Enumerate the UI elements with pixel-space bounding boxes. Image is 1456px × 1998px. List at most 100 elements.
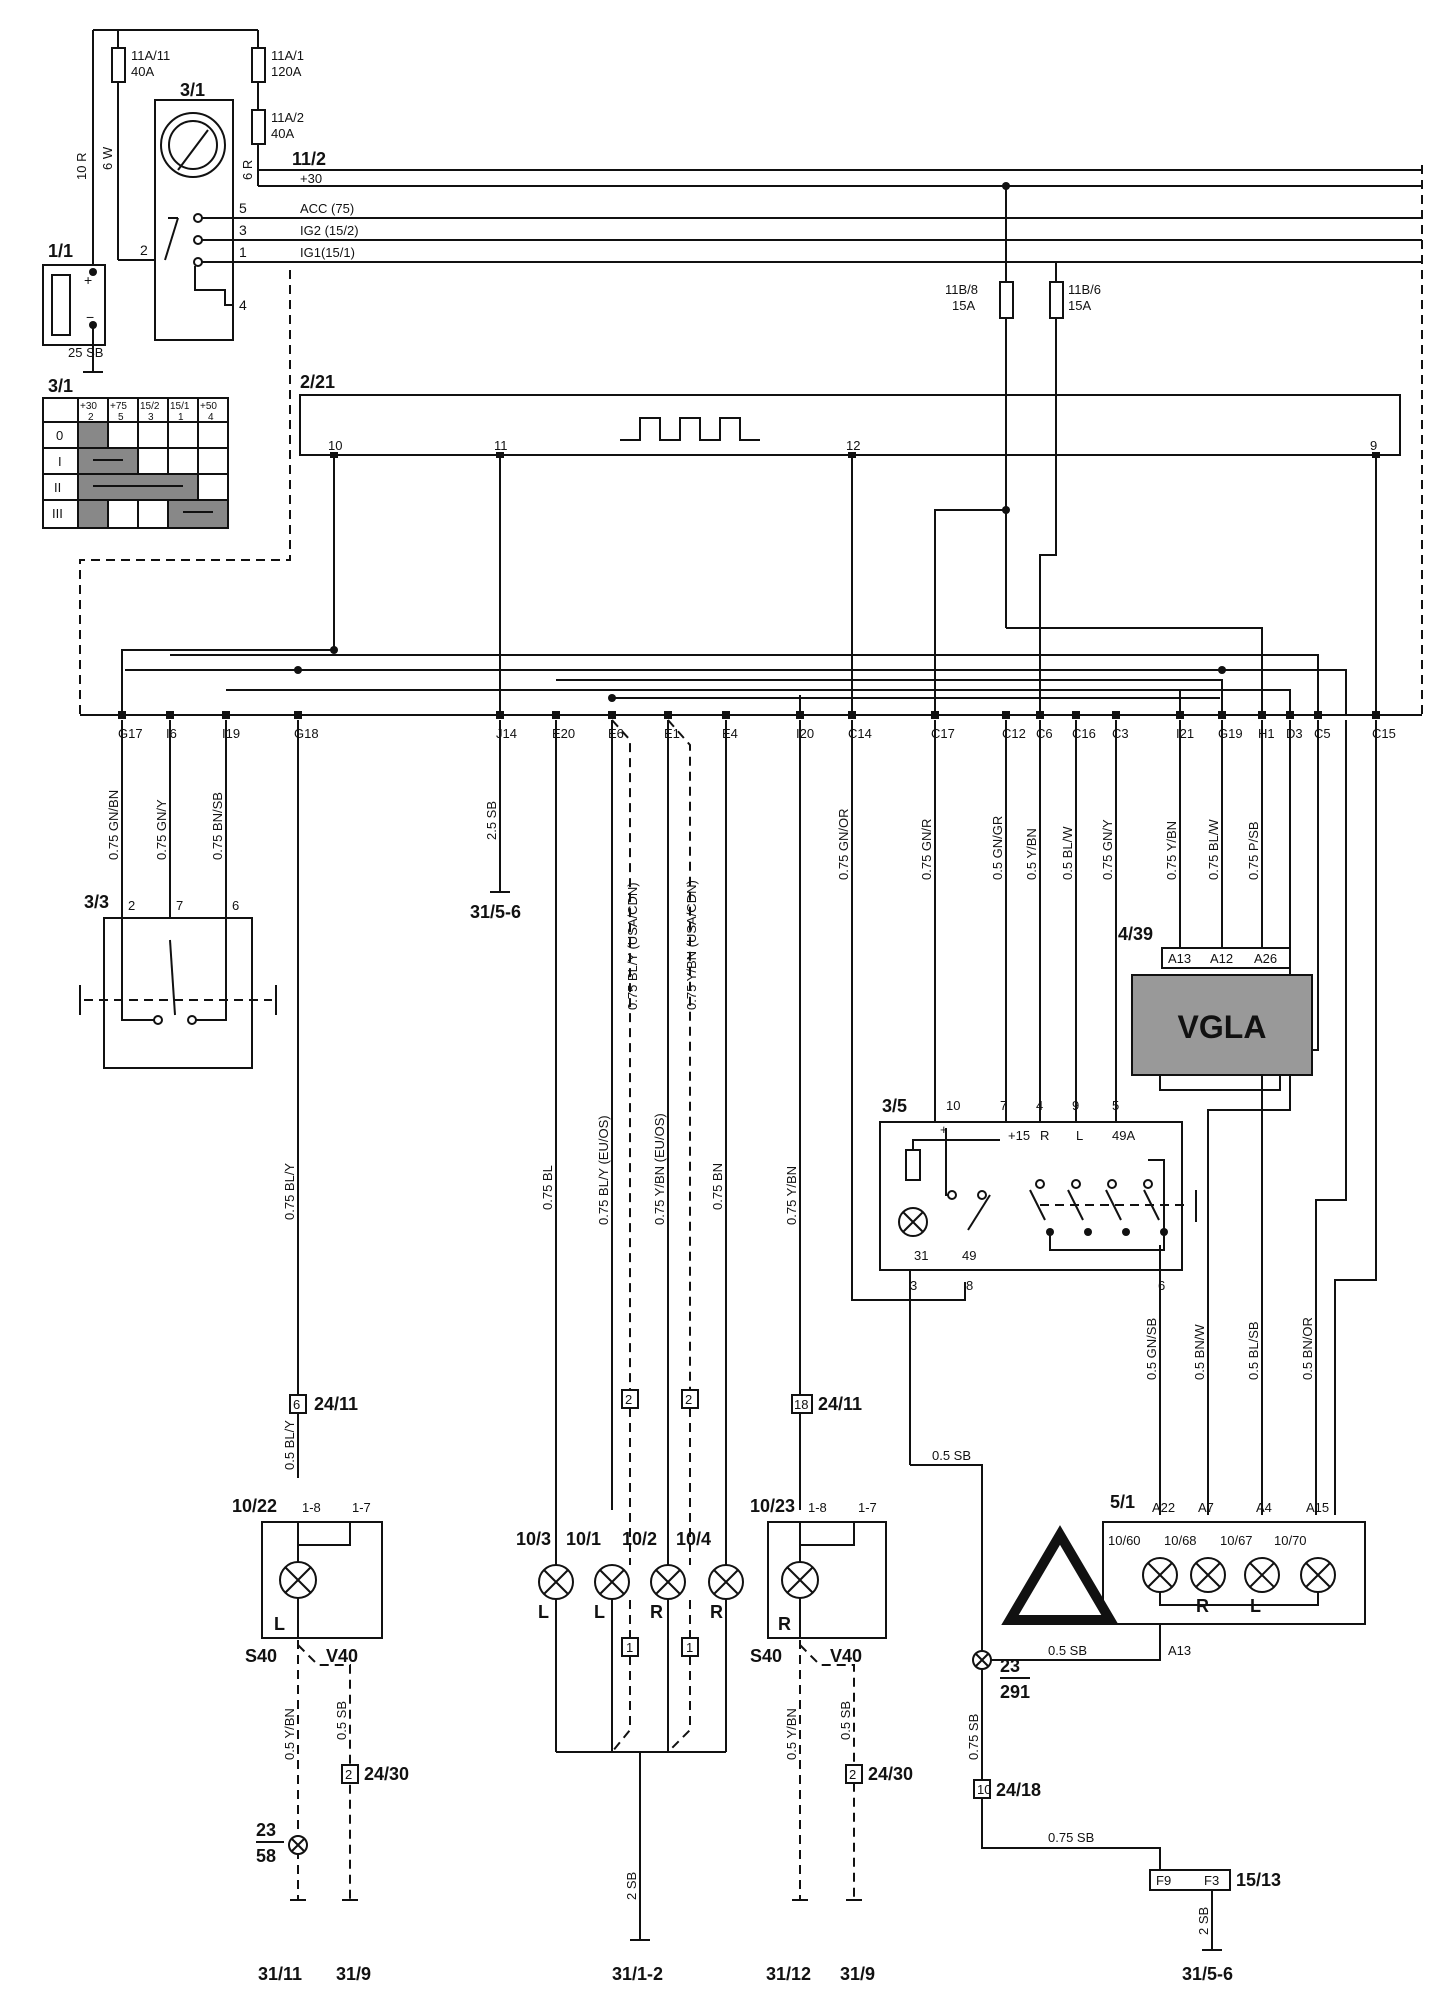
fuse-label: 11A/1	[271, 48, 304, 63]
lamp-ref: 10/23	[750, 1496, 795, 1516]
ground-label: 31/9	[840, 1964, 875, 1984]
connector-pin	[1286, 711, 1294, 719]
connector-pin	[222, 711, 230, 719]
lamp-label: 10/67	[1220, 1533, 1253, 1548]
term-label: +15	[1008, 1128, 1030, 1143]
connector-pin-label: E6	[608, 726, 624, 741]
wire-label: 2 SB	[1196, 1907, 1211, 1935]
instrument-cluster: 5/1 A22 A7 A4 A15 10/60 10/68 10/67 10/7…	[982, 1492, 1366, 1661]
pin-label: A13	[1168, 1643, 1191, 1658]
variant-label: S40	[245, 1646, 277, 1666]
wire-label: 2 SB	[624, 1872, 639, 1900]
pin-label: A15	[1306, 1500, 1329, 1515]
ground-label: 31/5-6	[470, 902, 521, 922]
lamp-ref: 10/3	[516, 1529, 551, 1549]
col-label: +30	[80, 401, 97, 412]
lamp-label: 10/70	[1274, 1533, 1307, 1548]
connector-num: 1	[626, 1640, 633, 1655]
splice-label: 23	[1000, 1656, 1020, 1676]
lamp-mark: L	[538, 1602, 549, 1622]
row-label: 0	[56, 428, 63, 443]
connector-pin	[1002, 711, 1010, 719]
instrument-ref: 5/1	[1110, 1492, 1135, 1512]
pin-label: A7	[1198, 1500, 1214, 1515]
wire-label: 0.75 Y/BN (USA/CDN)	[684, 880, 699, 1010]
connector-pin	[931, 711, 939, 719]
term-label: +	[940, 1122, 948, 1137]
wire-label: 0.75 BL/Y (EU/OS)	[596, 1115, 611, 1225]
wire-label: 0.75 BL/W	[1206, 819, 1221, 880]
row-label: II	[54, 480, 61, 495]
splice-label: 23	[256, 1820, 276, 1840]
fuse-rating: 15A	[952, 298, 975, 313]
pin-label: 3	[910, 1278, 917, 1293]
connector-num: 18	[794, 1397, 808, 1412]
splice-291: 23 291 0.75 SB 10 24/18 0.75 SB F9 F3 15…	[966, 1650, 1281, 1984]
col-label: 2	[88, 412, 94, 423]
switch-table-ref: 3/1	[48, 376, 73, 396]
wire-label: 0.75 P/SB	[1246, 821, 1261, 880]
splice-label: 58	[256, 1846, 276, 1866]
pin-label: 8	[966, 1278, 973, 1293]
connector-pin-label: C12	[1002, 726, 1026, 741]
wire-label: 0.5 GN/GR	[990, 816, 1005, 880]
col-label: 5	[118, 412, 124, 423]
wire-label: 0.5 BL/W	[1060, 826, 1075, 880]
connector-pin	[722, 711, 730, 719]
pin-label: 9	[1370, 438, 1377, 453]
wire-label: 0.75 Y/BN	[1164, 821, 1179, 880]
lamp-ref: 10/1	[566, 1529, 601, 1549]
connector-pin: F3	[1204, 1873, 1219, 1888]
wire-label: 0.75 BL/Y (USA/CDN)	[625, 882, 640, 1010]
fuse-rating: 120A	[271, 64, 302, 79]
connector-num: 1	[686, 1640, 693, 1655]
wire-label: 0.75 Y/BN (EU/OS)	[652, 1113, 667, 1225]
hazard-switch: 3/5 10 7 4 9 5 + +15 R L 49A	[879, 1096, 1197, 1660]
connector-pin-label: E4	[722, 726, 738, 741]
connector-pin	[496, 711, 504, 719]
connector-pin-label: H1	[1258, 726, 1275, 741]
wire-label: 0.5 GN/SB	[1144, 1318, 1159, 1380]
wire-label: 0.75 GN/R	[919, 819, 934, 880]
pin-label: A4	[1256, 1500, 1272, 1515]
term-label: L	[1076, 1128, 1083, 1143]
pin-label: 11	[494, 438, 508, 453]
connector-label: 24/30	[364, 1764, 409, 1784]
pin-label: 5	[239, 200, 247, 216]
connector-pin-label: G18	[294, 726, 319, 741]
connector-label: 15/13	[1236, 1870, 1281, 1890]
fuse-rating: 15A	[1068, 298, 1091, 313]
pin-label: 4	[1036, 1098, 1043, 1113]
lower-wires: 0.75 GN/BN 0.75 GN/Y 0.75 BN/SB 2.5 SB 3…	[106, 719, 1377, 1565]
wire-label: 0.75 Y/BN	[784, 1166, 799, 1225]
connector-label: 24/11	[818, 1394, 862, 1414]
lamp-10-22: 6 24/11 0.5 BL/Y 10/22 1-8 1-7 L S40 V40…	[232, 1394, 409, 1984]
connector-pin	[1258, 711, 1266, 719]
variant-label: V40	[326, 1646, 358, 1666]
rem-module: 2/21 10 11 12 9	[299, 372, 1401, 715]
connector-pin	[1218, 711, 1226, 719]
power-supply: 11A/11 40A 11A/1 120A 11A/2 40A 10 R 6 W…	[42, 29, 1423, 715]
wire-label: 0.75 BN/SB	[210, 792, 225, 860]
pin-label: 1-7	[352, 1500, 371, 1515]
wire-label: 6 R	[240, 160, 255, 180]
connector-pin-label: I19	[222, 726, 240, 741]
wire-label: 0.75 GN/Y	[154, 799, 169, 860]
connector-pin	[294, 711, 302, 719]
connector-label: 24/30	[868, 1764, 913, 1784]
connector-num: 2	[685, 1392, 692, 1407]
term-label: 49A	[1112, 1128, 1135, 1143]
connector-pin-label: C16	[1072, 726, 1096, 741]
battery-ref: 1/1	[48, 241, 73, 261]
lamp-10-23: 18 24/11 10/23 1-8 1-7 R S40 V40 0.5 Y/B…	[750, 1394, 913, 1984]
wire-label: 25 SB	[68, 345, 103, 360]
connector-pin-label: E1	[664, 726, 680, 741]
vgla-ref: 4/39	[1118, 924, 1153, 944]
col-label: 15/2	[140, 401, 160, 412]
vgla-module: 4/39 A13 A12 A26 VGLA	[1118, 924, 1313, 1091]
bus-label: +30	[300, 171, 322, 186]
connector-label: 24/11	[314, 1394, 358, 1414]
connector-pin-label: C17	[931, 726, 955, 741]
row-label: I	[58, 454, 62, 469]
